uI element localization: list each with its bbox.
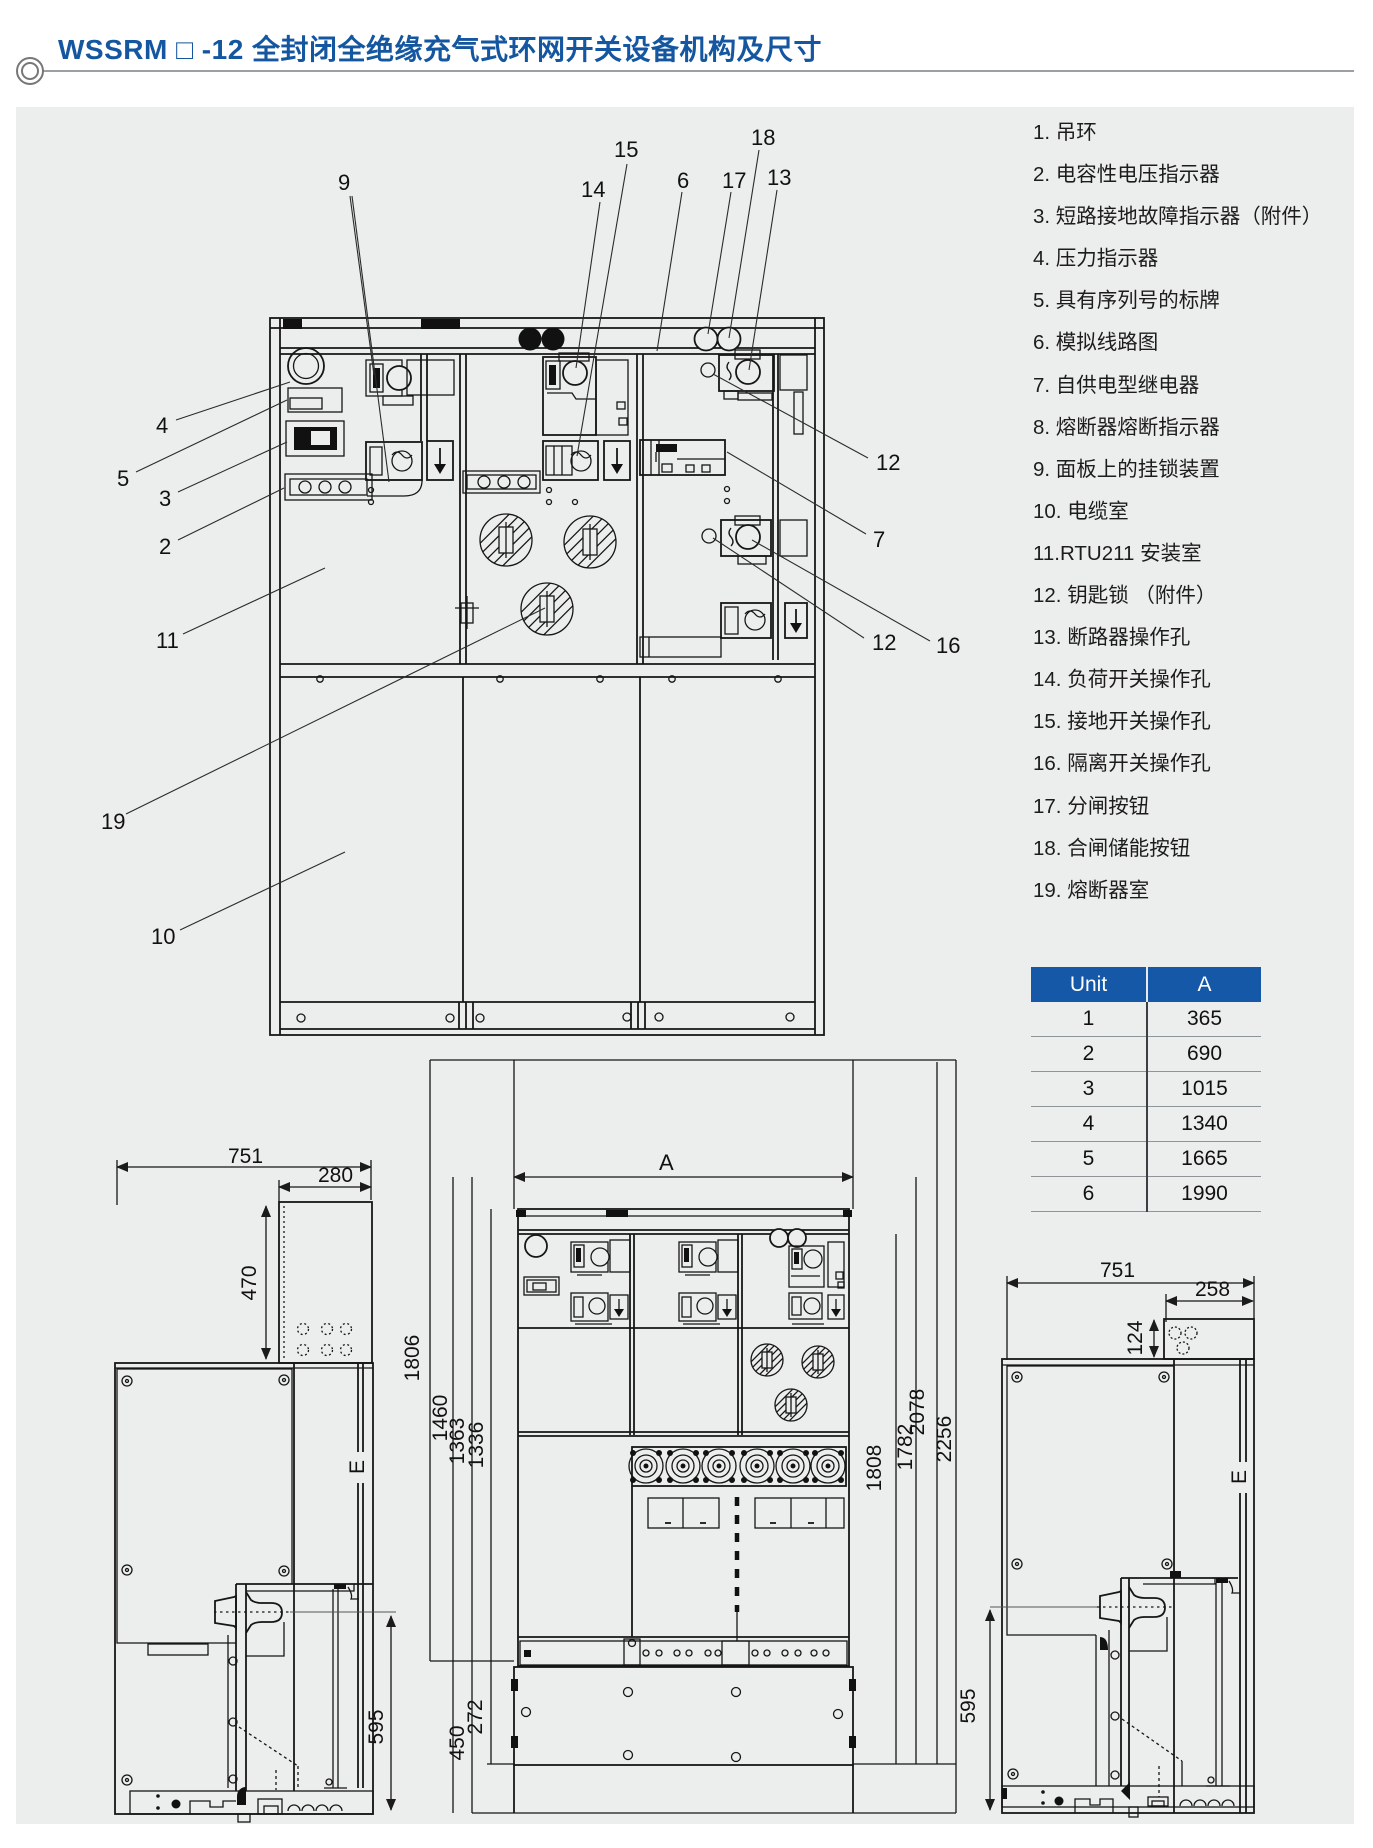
svg-text:2: 2 — [159, 534, 171, 559]
svg-text:124: 124 — [1124, 1320, 1147, 1355]
svg-text:16: 16 — [936, 633, 960, 658]
svg-text:751: 751 — [1100, 1259, 1135, 1282]
svg-text:2078: 2078 — [906, 1389, 929, 1436]
svg-text:3: 3 — [159, 486, 171, 511]
svg-text:14: 14 — [581, 177, 605, 202]
svg-text:280: 280 — [318, 1164, 353, 1187]
svg-text:272: 272 — [464, 1699, 487, 1734]
svg-text:4: 4 — [156, 413, 168, 438]
svg-text:1782: 1782 — [894, 1424, 917, 1471]
svg-text:595: 595 — [957, 1688, 980, 1723]
svg-text:A: A — [659, 1150, 674, 1175]
svg-text:1460: 1460 — [429, 1395, 452, 1442]
svg-text:751: 751 — [228, 1145, 263, 1168]
svg-text:18: 18 — [751, 125, 775, 150]
svg-text:15: 15 — [614, 137, 638, 162]
svg-text:9: 9 — [338, 170, 350, 195]
svg-text:11: 11 — [156, 628, 179, 653]
svg-text:10: 10 — [151, 924, 175, 949]
svg-text:7: 7 — [873, 527, 885, 552]
svg-text:12: 12 — [872, 630, 896, 655]
svg-text:1336: 1336 — [465, 1422, 488, 1469]
svg-text:2256: 2256 — [933, 1416, 956, 1463]
svg-text:1806: 1806 — [401, 1335, 424, 1382]
svg-text:450: 450 — [446, 1725, 469, 1760]
svg-text:19: 19 — [101, 809, 125, 834]
svg-text:13: 13 — [767, 165, 791, 190]
svg-text:595: 595 — [365, 1709, 388, 1744]
svg-text:5: 5 — [117, 466, 129, 491]
svg-text:1808: 1808 — [863, 1445, 886, 1492]
svg-text:1363: 1363 — [446, 1418, 469, 1465]
svg-text:17: 17 — [722, 168, 746, 193]
svg-text:258: 258 — [1195, 1278, 1230, 1301]
svg-text:E: E — [346, 1460, 369, 1474]
svg-text:6: 6 — [677, 168, 689, 193]
svg-text:470: 470 — [238, 1265, 261, 1300]
svg-text:12: 12 — [876, 450, 900, 475]
svg-text:E: E — [1228, 1470, 1251, 1484]
